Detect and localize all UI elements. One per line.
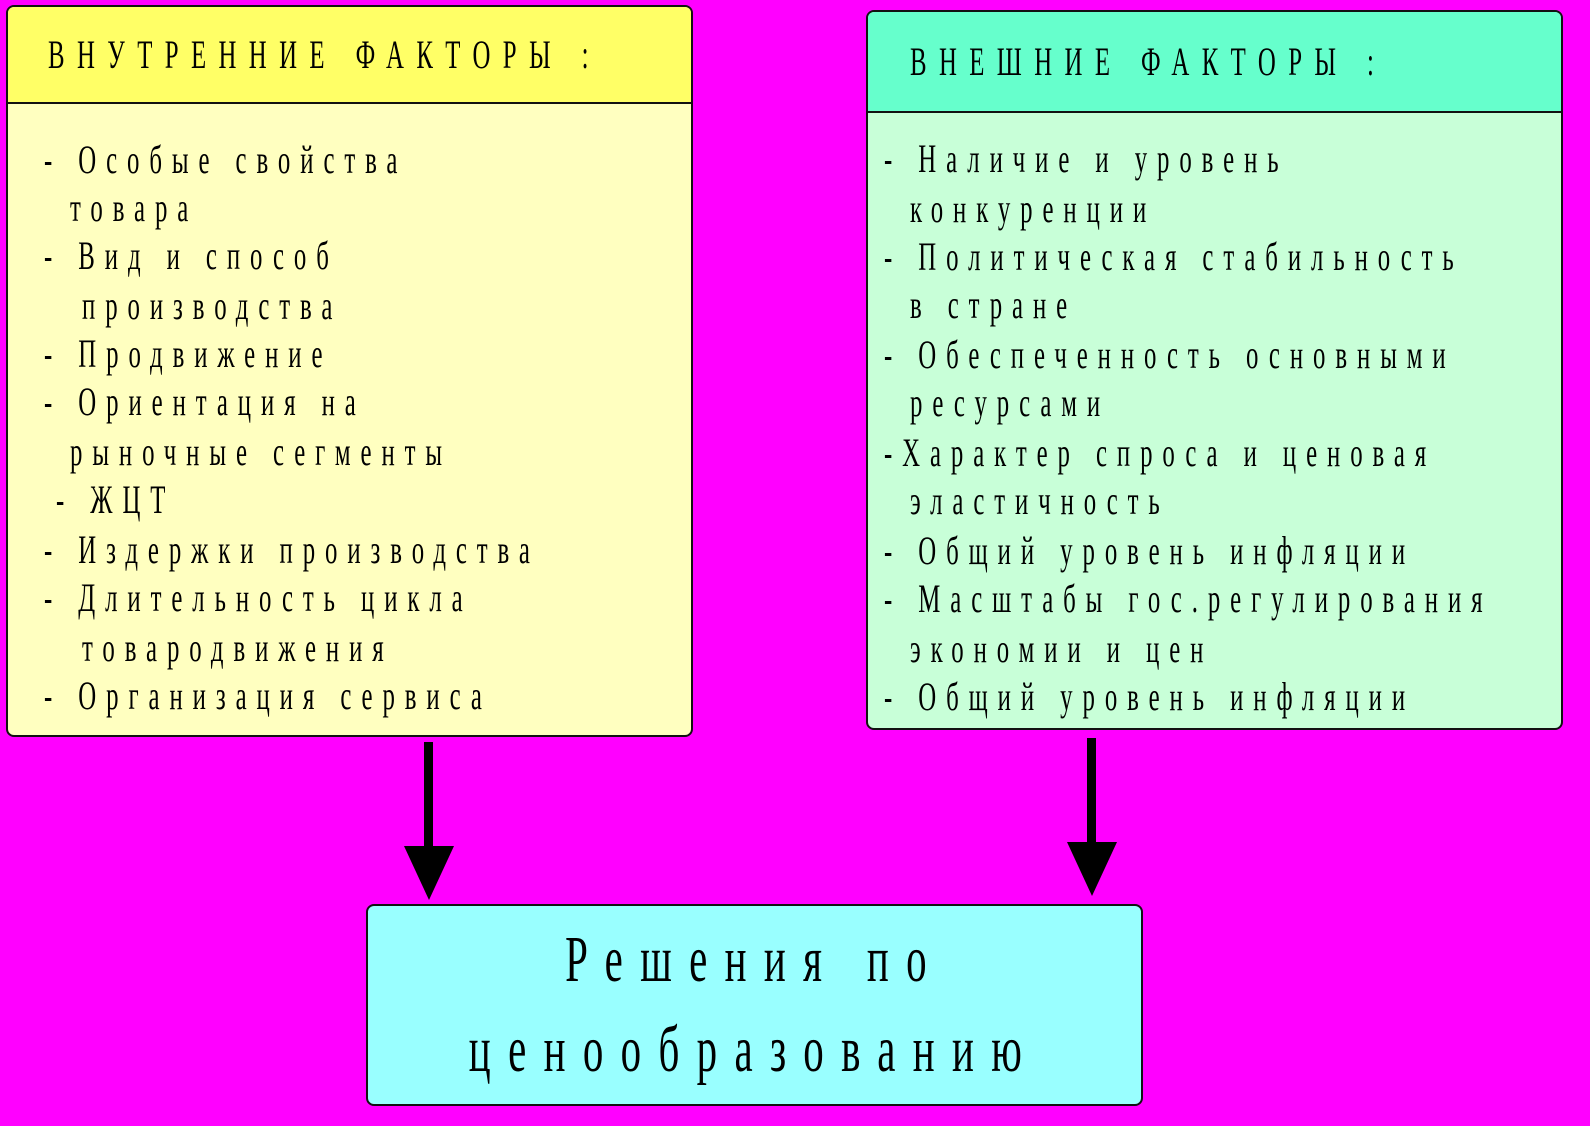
external-factors-list: - Наличие и уровень конкуренции - Полити… <box>868 113 1561 728</box>
internal-factor-line: товара <box>70 185 199 230</box>
external-factor-line: - Политическая стабильность <box>884 234 1464 279</box>
left-arrow <box>404 742 454 900</box>
internal-factor-line: рыночные сегменты <box>70 429 452 474</box>
internal-factors-header: ВНУТРЕННИЕ ФАКТОРЫ : <box>8 7 691 104</box>
internal-factors-box: ВНУТРЕННИЕ ФАКТОРЫ : - Особые свойства т… <box>6 5 693 737</box>
internal-factor-line: - Особые свойства <box>44 137 408 182</box>
internal-factor-line: - Организация сервиса <box>44 673 492 718</box>
internal-factor-line: - Длительность цикла <box>44 575 473 620</box>
pricing-decisions-title-line2: ценообразованию <box>469 1013 1040 1086</box>
external-factor-line: - Наличие и уровень <box>884 136 1289 181</box>
external-factors-title: ВНЕШНИЕ ФАКТОРЫ : <box>910 39 1387 84</box>
internal-factor-line: - Вид и способ <box>44 233 339 278</box>
external-factor-line: - Общий уровень инфляции <box>884 674 1416 719</box>
pricing-decisions-box: Решения по ценообразованию <box>366 904 1143 1106</box>
external-factors-box: ВНЕШНИЕ ФАКТОРЫ : - Наличие и уровень ко… <box>866 10 1563 730</box>
external-factor-line: - Масштабы гос.регулирования <box>884 576 1493 621</box>
external-factors-header: ВНЕШНИЕ ФАКТОРЫ : <box>868 12 1561 113</box>
external-factor-line: в стране <box>910 282 1078 327</box>
internal-factor-line: - Продвижение <box>44 331 333 376</box>
internal-factor-line: - Издержки производства <box>44 527 540 572</box>
right-arrow <box>1067 738 1117 896</box>
internal-factor-line: - ЖЦТ <box>56 477 176 522</box>
external-factor-line: экономии и цен <box>910 626 1214 671</box>
internal-factors-list: - Особые свойства товара - Вид и способ … <box>8 104 691 735</box>
external-factor-line: эластичность <box>910 478 1170 523</box>
external-factor-line: конкуренции <box>910 186 1157 231</box>
external-factor-line: - Общий уровень инфляции <box>884 528 1416 573</box>
external-factor-line: -Характер спроса и ценовая <box>884 430 1437 475</box>
internal-factor-line: товародвижения <box>82 625 394 670</box>
external-factor-line: ресурсами <box>910 380 1111 425</box>
internal-factors-title: ВНУТРЕННИЕ ФАКТОРЫ : <box>48 32 601 77</box>
internal-factor-line: производства <box>82 283 343 328</box>
pricing-decisions-title-line1: Решения по <box>565 923 944 996</box>
external-factor-line: - Обеспеченность основными <box>884 332 1456 377</box>
internal-factor-line: - Ориентация на <box>44 379 366 424</box>
